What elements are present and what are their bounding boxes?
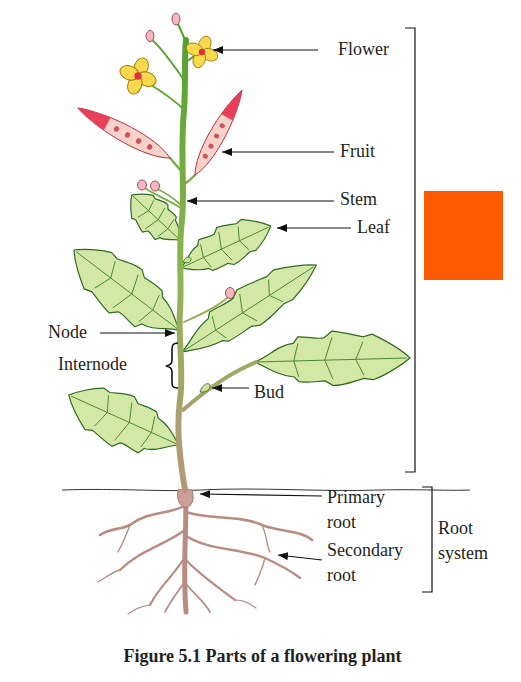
flower-buds bbox=[151, 181, 160, 191]
flower-buds bbox=[226, 288, 235, 299]
root-system-drawing bbox=[255, 558, 265, 585]
leader-lines bbox=[277, 227, 351, 228]
root-system-drawing bbox=[100, 505, 186, 535]
leader-lines bbox=[200, 494, 322, 496]
root-system-drawing bbox=[150, 555, 186, 605]
stem-drawing bbox=[178, 24, 186, 42]
leader-lines bbox=[213, 49, 318, 50]
root-system-drawing bbox=[120, 530, 185, 570]
root-system-drawing bbox=[186, 512, 312, 540]
part-label: Primary root bbox=[327, 485, 409, 535]
stem-drawing bbox=[140, 24, 256, 490]
root-system-drawing bbox=[235, 600, 256, 608]
brackets bbox=[405, 28, 415, 472]
leaves bbox=[254, 329, 410, 387]
stem-drawing bbox=[170, 158, 182, 172]
leader-lines bbox=[100, 332, 175, 333]
fruit-pods bbox=[74, 86, 249, 178]
part-label: Flower bbox=[338, 37, 418, 62]
leader-lines bbox=[100, 50, 351, 560]
brackets bbox=[166, 28, 432, 592]
root-system-drawing bbox=[165, 580, 186, 612]
flower-buds bbox=[146, 31, 154, 42]
part-label: Secondary root bbox=[327, 538, 423, 588]
stem-drawing bbox=[183, 175, 195, 185]
ground-line bbox=[62, 489, 470, 491]
brackets bbox=[166, 343, 178, 388]
part-label: Internode bbox=[58, 352, 163, 377]
leader-lines bbox=[278, 555, 322, 560]
leaves bbox=[57, 372, 190, 472]
root-system-drawing bbox=[185, 535, 300, 578]
root-system-drawing bbox=[187, 585, 210, 612]
flower-buds bbox=[138, 13, 235, 299]
flower-buds bbox=[138, 180, 147, 190]
brackets bbox=[422, 487, 432, 592]
stem-drawing bbox=[143, 187, 181, 208]
root-system-drawing bbox=[186, 560, 235, 600]
fruit-pods bbox=[188, 86, 249, 178]
leaves bbox=[172, 207, 279, 286]
axillary-bud bbox=[183, 257, 210, 392]
flowers bbox=[184, 34, 219, 69]
part-label: Leaf bbox=[357, 215, 417, 240]
flowers bbox=[118, 56, 158, 96]
axillary-bud bbox=[183, 257, 191, 263]
group-label: Root system bbox=[438, 516, 510, 566]
root-system-drawing bbox=[262, 525, 270, 552]
part-label: Stem bbox=[340, 187, 410, 212]
fruit-pods bbox=[74, 100, 174, 165]
leader-lines bbox=[212, 387, 249, 388]
flower-buds bbox=[172, 13, 180, 25]
part-label: Node bbox=[48, 320, 100, 345]
stem-drawing bbox=[183, 362, 256, 410]
orange-block bbox=[424, 191, 503, 280]
stem-drawing bbox=[184, 297, 228, 322]
flowers bbox=[118, 34, 220, 96]
part-label: Bud bbox=[254, 380, 304, 405]
root-system-drawing bbox=[98, 488, 312, 614]
part-label: Fruit bbox=[340, 139, 410, 164]
leader-lines bbox=[222, 151, 334, 152]
axillary-bud bbox=[200, 384, 210, 392]
leader-lines bbox=[187, 200, 334, 201]
root-system-drawing bbox=[98, 570, 120, 582]
figure-caption: Figure 5.1 Parts of a flowering plant bbox=[10, 645, 515, 667]
stem-drawing bbox=[152, 40, 184, 80]
root-system-drawing bbox=[118, 525, 130, 552]
root-system-drawing bbox=[128, 605, 150, 614]
